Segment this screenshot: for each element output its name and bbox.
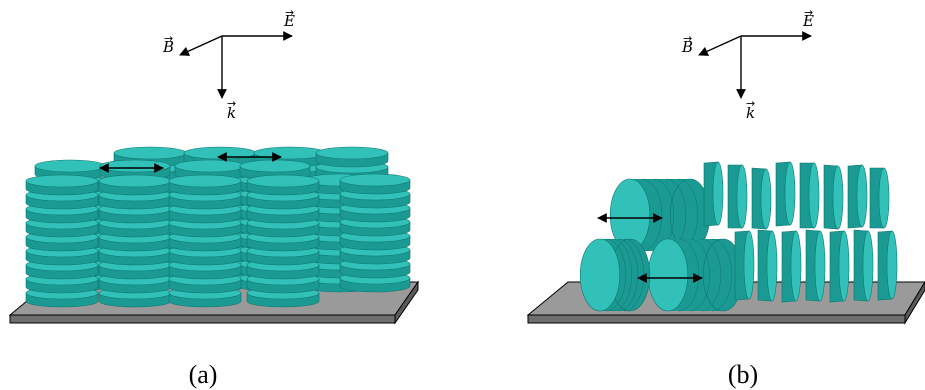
disc-face — [767, 231, 777, 301]
disc-face — [809, 163, 819, 228]
disc-face — [863, 231, 873, 301]
disc-top — [35, 160, 105, 172]
disc-top — [169, 175, 241, 187]
disc-face — [791, 231, 801, 301]
cylinder-face — [580, 239, 620, 311]
disc-top — [114, 147, 186, 159]
b-overarrow-icon: → — [683, 32, 692, 45]
disc-face — [744, 231, 754, 299]
disc-top — [99, 175, 171, 187]
e-overarrow-icon: → — [285, 6, 294, 19]
e-overarrow-icon: → — [804, 6, 813, 19]
disc-face — [737, 165, 747, 228]
cylinder-face — [648, 239, 688, 311]
disc-face — [879, 168, 889, 228]
disc-face — [839, 231, 849, 301]
k-overarrow-icon: → — [227, 97, 236, 110]
disc-top — [175, 160, 245, 172]
disc-face — [713, 162, 723, 225]
disc-top — [240, 160, 310, 172]
disc-face — [887, 231, 897, 299]
disc-face — [785, 162, 795, 225]
b-vector-icon — [180, 36, 222, 55]
axes-triad-b: E B k → → → — [681, 6, 814, 122]
disc-face — [833, 166, 843, 229]
k-overarrow-icon: → — [746, 97, 755, 110]
disc-face — [815, 231, 825, 301]
b-overarrow-icon: → — [164, 32, 173, 45]
discotic-columns-homeotropic — [26, 147, 410, 307]
disc-face — [761, 169, 771, 229]
b-vector-icon — [699, 36, 741, 55]
caption-b: (b) — [728, 360, 758, 389]
caption-a: (a) — [189, 360, 218, 389]
panel-a: E B k → → → (a) — [10, 6, 418, 389]
disc-face — [857, 165, 867, 227]
disc-top — [247, 175, 319, 187]
disc-top — [26, 175, 98, 187]
panel-b: E B k → → → (b) — [528, 6, 925, 389]
disc-top — [316, 147, 388, 159]
disc-top — [340, 174, 410, 186]
disc-top — [100, 160, 170, 172]
axes-triad-a: E B k → → → — [162, 6, 295, 122]
